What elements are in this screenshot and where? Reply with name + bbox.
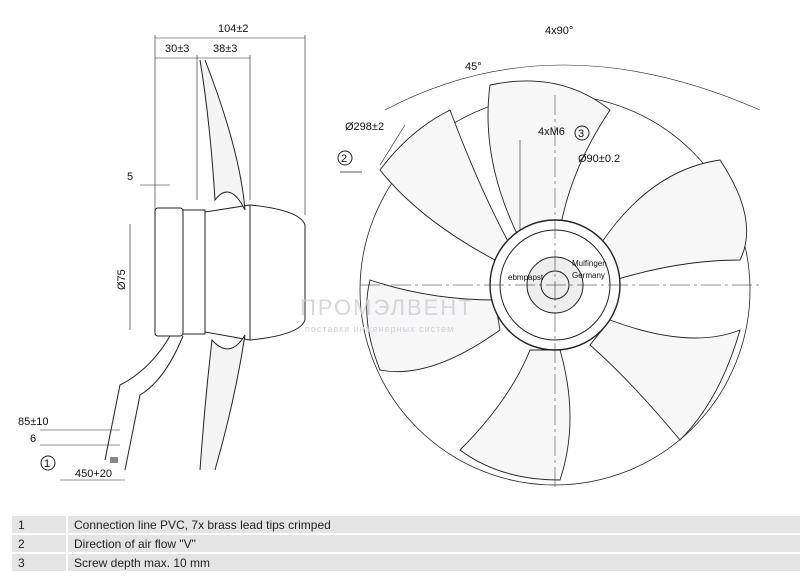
svg-text:3: 3 — [578, 128, 584, 140]
legend-num: 1 — [12, 516, 68, 535]
dim-450: 450+20 — [75, 468, 112, 480]
svg-text:2: 2 — [341, 153, 347, 165]
dim-85: 85±10 — [18, 416, 49, 428]
dim-5: 5 — [127, 171, 133, 183]
callout-3: 3 — [574, 125, 590, 141]
motor-brand: ebmpapst — [508, 273, 544, 282]
dim-298: Ø298±2 — [345, 121, 384, 133]
legend-num: 2 — [12, 534, 68, 554]
side-view — [40, 35, 306, 481]
callout-1: 1 — [40, 455, 56, 471]
legend-text: Connection line PVC, 7x brass lead tips … — [67, 516, 800, 535]
dim-104: 104±2 — [218, 23, 249, 35]
legend-text: Screw depth max. 10 mm — [67, 553, 800, 573]
dim-4xM6: 4xM6 — [538, 126, 565, 138]
fan-drawing: 104±2 30±3 38±3 5 Ø75 85±10 6 450+20 4x9… — [18, 23, 761, 490]
motor-line1: Mulfingen — [572, 259, 607, 268]
dim-90: Ø90±0.2 — [578, 153, 620, 165]
dim-6: 6 — [30, 433, 36, 445]
dim-4x90: 4x90° — [545, 25, 573, 37]
front-view — [340, 64, 761, 490]
legend-text: Direction of air flow "V" — [67, 534, 800, 554]
dim-30: 30±3 — [165, 43, 189, 55]
watermark-logo: ПРОМЭЛВЕНТ — [300, 295, 474, 320]
motor-line2: Germany — [572, 271, 605, 280]
watermark-tagline: поставки инженерных систем — [305, 324, 455, 334]
dim-45: 45° — [465, 61, 482, 73]
dim-38: 38±3 — [213, 43, 237, 55]
callout-2: 2 — [337, 150, 353, 166]
svg-text:1: 1 — [44, 458, 50, 470]
legend-num: 3 — [12, 553, 68, 573]
dim-75: Ø75 — [116, 269, 128, 290]
